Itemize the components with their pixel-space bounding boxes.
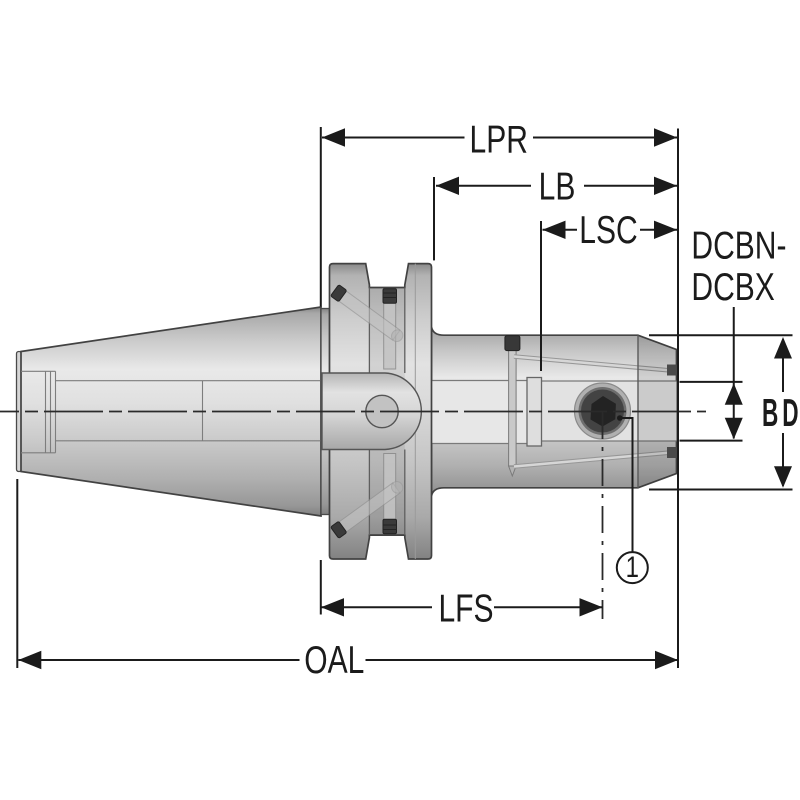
svg-text:LPR: LPR [469, 118, 527, 162]
svg-text:DCBX: DCBX [691, 265, 774, 309]
svg-text:OAL: OAL [304, 638, 364, 682]
svg-text:LFS: LFS [438, 587, 493, 631]
svg-text:LSC: LSC [579, 208, 637, 252]
svg-text:LB: LB [539, 165, 576, 209]
svg-text:DCBN-: DCBN- [691, 224, 786, 268]
svg-text:BD: BD [762, 390, 800, 434]
svg-text:1: 1 [626, 549, 639, 583]
